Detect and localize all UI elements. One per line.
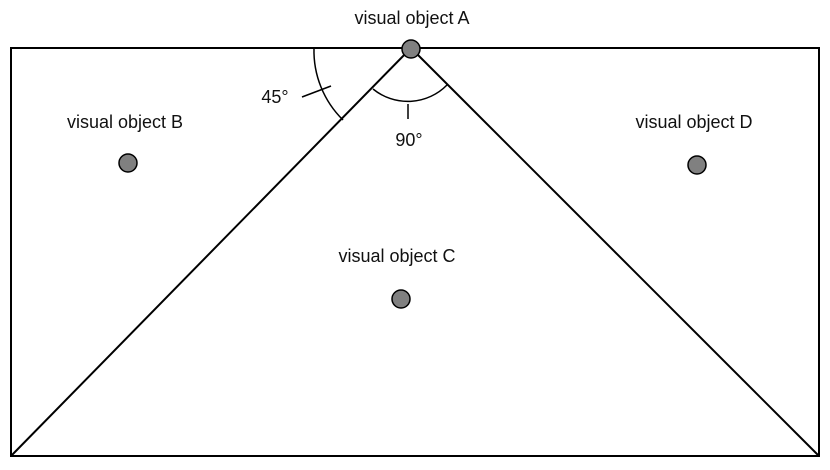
angle-45-arc [313,47,344,121]
object-a-label: visual object A [354,8,469,28]
fov-left-edge [10,47,412,457]
angle-90-label: 90° [395,130,422,150]
visual-object-d-marker [687,155,707,175]
angle-90-arc [372,84,448,103]
angle-45-label: 45° [261,87,288,107]
visual-object-b-marker [118,153,138,173]
object-b-label: visual object B [67,112,183,132]
object-d-label: visual object D [635,112,752,132]
fov-right-edge [410,47,820,457]
object-c-label: visual object C [338,246,455,266]
visual-object-a-marker [401,39,421,59]
visual-object-c-marker [391,289,411,309]
angle-45-tick [301,85,332,98]
